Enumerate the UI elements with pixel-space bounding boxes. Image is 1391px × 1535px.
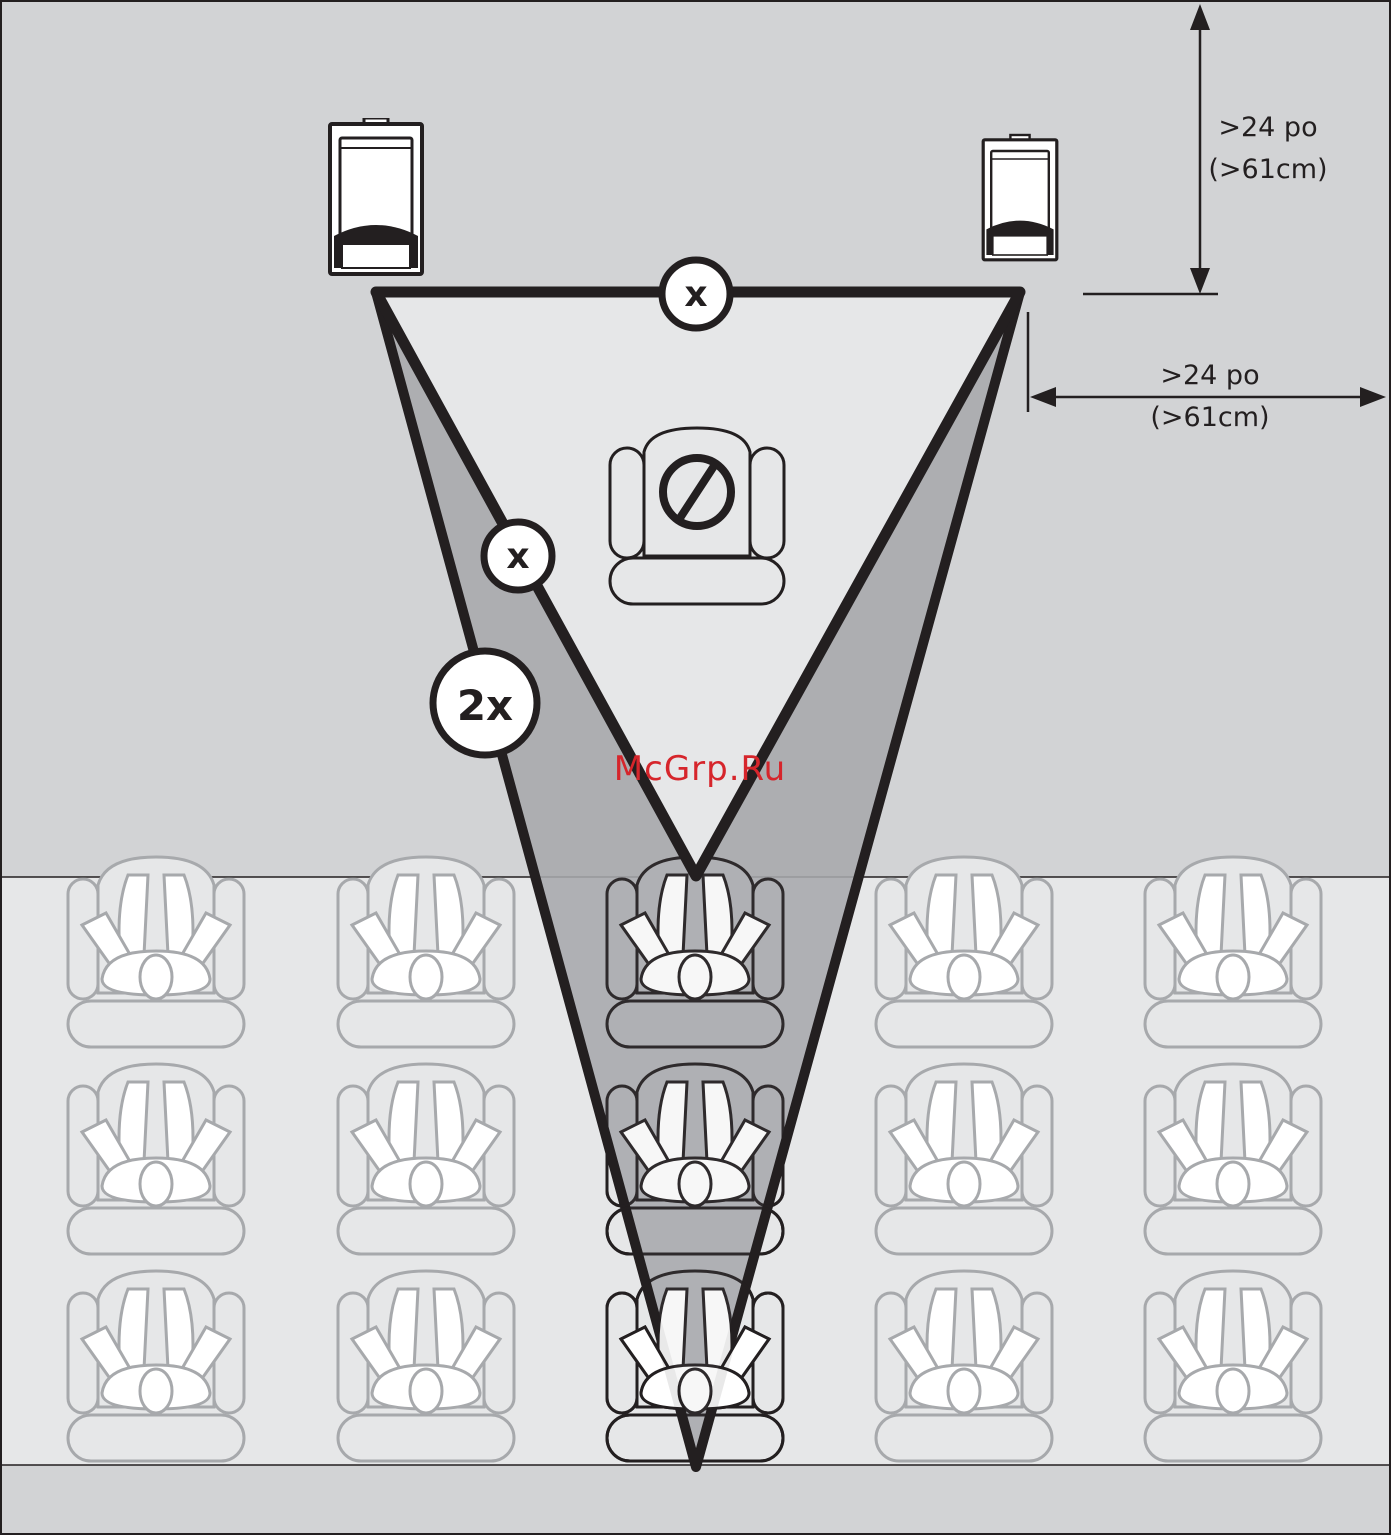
top-distance-secondary: (>61cm) bbox=[1208, 154, 1327, 185]
audience-seat-icon bbox=[338, 1271, 514, 1461]
audience-seat-icon bbox=[68, 1064, 244, 1254]
audience-seat-icon bbox=[1145, 857, 1321, 1047]
audience-seat-icon bbox=[338, 1064, 514, 1254]
speaker-right-icon bbox=[983, 135, 1057, 260]
side-distance-primary: >24 po bbox=[1160, 360, 1259, 391]
max-distance-badge: 2x bbox=[433, 651, 537, 755]
audience-seat-icon bbox=[876, 857, 1052, 1047]
speaker-left-icon bbox=[330, 118, 422, 274]
audience-seat-icon bbox=[1145, 1271, 1321, 1461]
back-wall-area bbox=[1, 1465, 1390, 1534]
audience-seat-icon bbox=[876, 1271, 1052, 1461]
audience-seat-icon bbox=[876, 1064, 1052, 1254]
audience-seat-icon bbox=[68, 857, 244, 1047]
audience-seat-icon bbox=[338, 857, 514, 1047]
listener-distance-badge: x bbox=[484, 522, 552, 590]
side-distance-secondary: (>61cm) bbox=[1150, 402, 1269, 433]
watermark: McGrp.Ru bbox=[614, 749, 786, 789]
max-distance-label: 2x bbox=[457, 681, 513, 730]
speaker-spacing-label: x bbox=[684, 274, 707, 315]
speaker-spacing-badge: x bbox=[662, 260, 730, 328]
audience-seat-icon bbox=[68, 1271, 244, 1461]
audience-seat-icon bbox=[1145, 1064, 1321, 1254]
top-distance-primary: >24 po bbox=[1218, 112, 1317, 143]
prohibited-seat-icon bbox=[610, 428, 784, 604]
listener-distance-label: x bbox=[506, 536, 529, 577]
